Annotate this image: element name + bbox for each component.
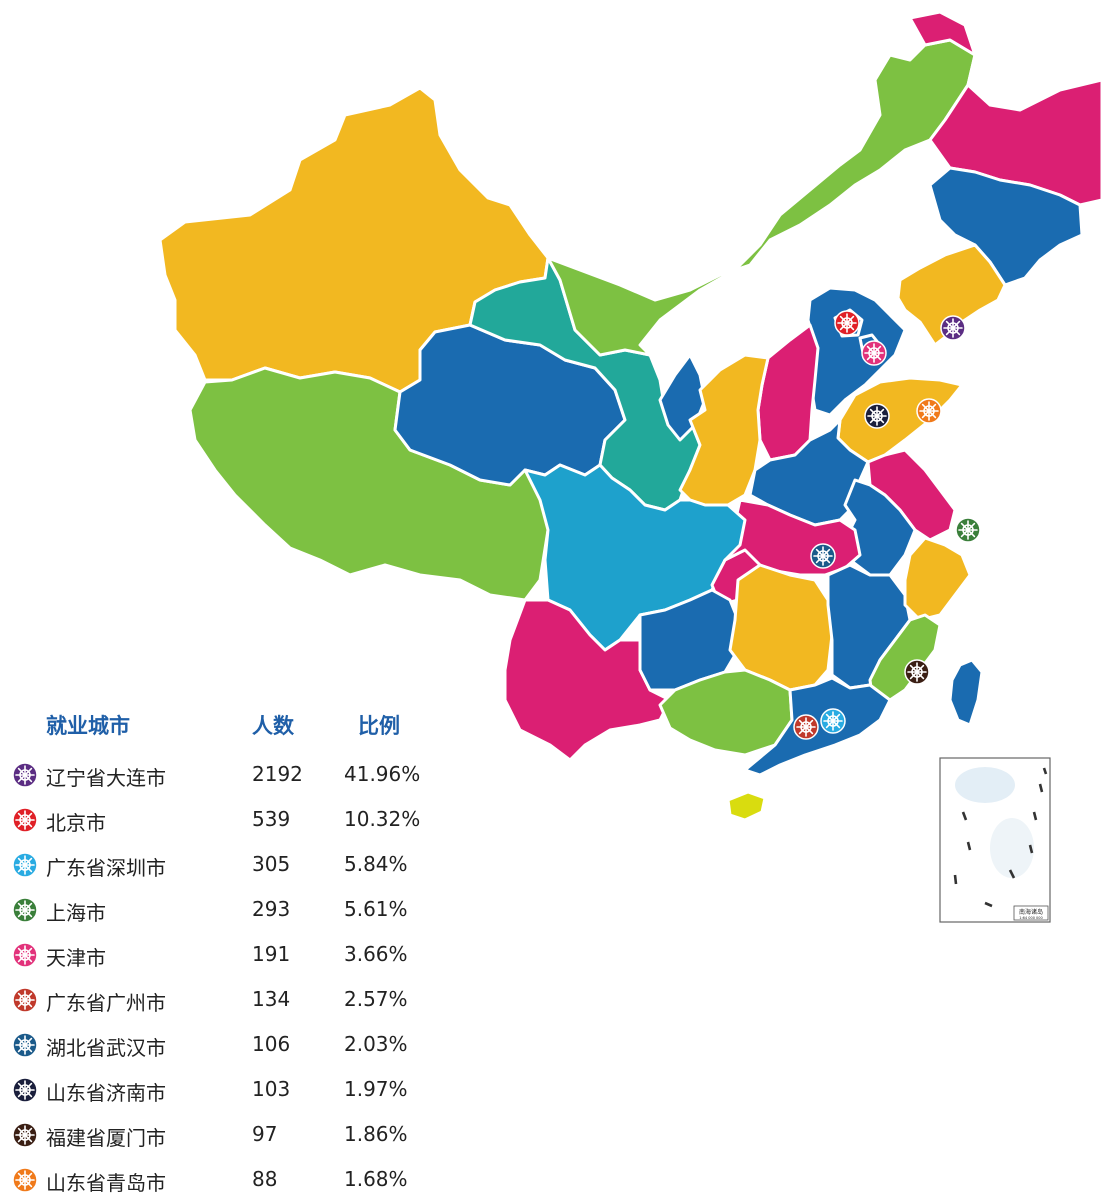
legend-city: 福建省厦门市 <box>46 1126 166 1150</box>
south-china-sea-inset: 南海诸岛 1:64 000 000 <box>939 757 1051 923</box>
province-shaanxi <box>678 353 770 507</box>
legend-city: 上海市 <box>46 901 106 925</box>
legend-city: 湖北省武汉市 <box>46 1036 166 1060</box>
province-zhejiang <box>903 536 972 622</box>
legend-ratio: 1.68% <box>344 1167 408 1191</box>
legend-row: 天津市 191 3.66% <box>8 940 448 970</box>
legend-city: 辽宁省大连市 <box>46 766 166 790</box>
legend-ratio: 3.66% <box>344 942 408 966</box>
marker-shenzhen <box>820 708 846 734</box>
legend-row: 广东省广州市 134 2.57% <box>8 985 448 1015</box>
legend-ratio: 1.97% <box>344 1077 408 1101</box>
legend-ratio: 5.61% <box>344 897 408 921</box>
legend-count: 88 <box>252 1167 278 1191</box>
marker-jinan <box>864 403 890 429</box>
legend-count: 305 <box>252 852 291 876</box>
legend-ratio: 2.03% <box>344 1032 408 1056</box>
legend-row: 辽宁省大连市 2192 41.96% <box>8 760 448 790</box>
legend-row: 湖北省武汉市 106 2.03% <box>8 1030 448 1060</box>
legend-count: 191 <box>252 942 291 966</box>
wheel-icon <box>12 1032 38 1058</box>
legend-city: 天津市 <box>46 946 106 970</box>
legend-ratio: 2.57% <box>344 987 408 1011</box>
wheel-icon <box>12 807 38 833</box>
wheel-icon <box>12 987 38 1013</box>
legend-city: 广东省广州市 <box>46 991 166 1015</box>
wheel-icon <box>12 762 38 788</box>
marker-guangzhou <box>793 714 819 740</box>
legend-ratio: 41.96% <box>344 762 421 786</box>
legend-header-ratio: 比例 <box>358 714 400 738</box>
province-jilin <box>928 166 1084 287</box>
province-hainan <box>726 790 767 822</box>
marker-beijing <box>834 310 860 336</box>
marker-wuhan <box>810 543 836 569</box>
legend-count: 539 <box>252 807 291 831</box>
inset-scale: 1:64 000 000 <box>1019 916 1042 920</box>
legend-count: 134 <box>252 987 291 1011</box>
legend-count: 103 <box>252 1077 291 1101</box>
legend-ratio: 1.86% <box>344 1122 408 1146</box>
legend-city: 广东省深圳市 <box>46 856 166 880</box>
legend-row: 山东省济南市 103 1.97% <box>8 1075 448 1105</box>
marker-qingdao <box>916 398 942 424</box>
marker-shanghai <box>955 517 981 543</box>
wheel-icon <box>12 942 38 968</box>
wheel-icon <box>12 1167 38 1193</box>
legend-header-city: 就业城市 <box>46 714 130 738</box>
wheel-icon <box>12 1077 38 1103</box>
wheel-icon <box>12 852 38 878</box>
province-liaoning <box>896 243 1007 347</box>
legend-ratio: 10.32% <box>344 807 421 831</box>
legend-row: 北京市 539 10.32% <box>8 805 448 835</box>
legend-row: 广东省深圳市 305 5.84% <box>8 850 448 880</box>
marker-dalian <box>940 315 966 341</box>
legend-count: 2192 <box>252 762 303 786</box>
wheel-icon <box>12 1122 38 1148</box>
legend-row: 福建省厦门市 97 1.86% <box>8 1120 448 1150</box>
legend-city: 山东省济南市 <box>46 1081 166 1105</box>
legend-count: 97 <box>252 1122 278 1146</box>
marker-tianjin <box>861 340 887 366</box>
legend-count: 106 <box>252 1032 291 1056</box>
inset-label: 南海诸岛 <box>1019 908 1043 916</box>
legend-count: 293 <box>252 897 291 921</box>
legend-header-count: 人数 <box>252 714 294 738</box>
marker-xiamen <box>904 659 930 685</box>
legend-city: 山东省青岛市 <box>46 1171 166 1195</box>
legend-row: 上海市 293 5.61% <box>8 895 448 925</box>
legend-ratio: 5.84% <box>344 852 408 876</box>
province-hunan <box>728 563 834 692</box>
legend-city: 北京市 <box>46 811 106 835</box>
province-taiwan <box>948 658 984 727</box>
legend-row: 山东省青岛市 88 1.68% <box>8 1165 448 1195</box>
wheel-icon <box>12 897 38 923</box>
province-inner-mongolia <box>546 38 977 357</box>
